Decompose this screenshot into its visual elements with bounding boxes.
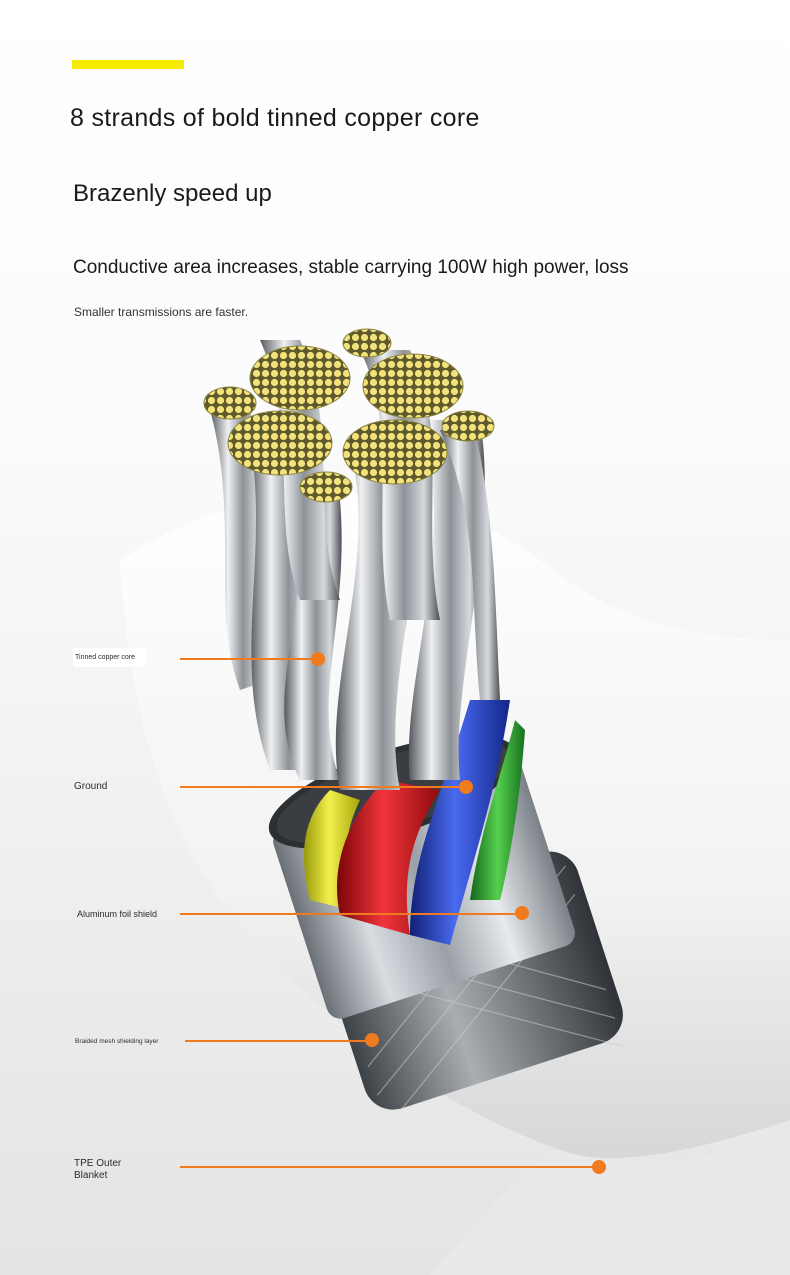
callout-line	[185, 1040, 372, 1042]
note-text: Smaller transmissions are faster.	[74, 305, 249, 319]
label-tpe-outer-blanket: TPE Outer Blanket	[74, 1158, 121, 1182]
callout-line	[180, 913, 523, 915]
callout-dot	[515, 906, 529, 920]
subheadline: Brazenly speed up	[73, 180, 272, 207]
label-braided-mesh: Braided mesh shielding layer	[75, 1038, 159, 1045]
label-tpe-line2: Blanket	[74, 1170, 108, 1181]
label-ground: Ground	[74, 781, 108, 792]
label-tinned-copper-core: Tinned copper core	[73, 648, 146, 667]
callout-line	[180, 786, 466, 788]
label-aluminum-foil-shield: Aluminum foil shield	[77, 909, 158, 919]
label-tpe-line1: TPE Outer	[74, 1158, 122, 1169]
callout-dot	[592, 1160, 606, 1174]
headline: 8 strands of bold tinned copper core	[70, 104, 480, 132]
accent-bar	[72, 60, 184, 69]
callout-dot	[365, 1033, 379, 1047]
callout-dot	[311, 652, 325, 666]
description-text: Conductive area increases, stable carryi…	[73, 257, 629, 278]
callout-line	[180, 1166, 600, 1168]
callout-dot	[459, 780, 473, 794]
callout-line	[180, 658, 318, 660]
